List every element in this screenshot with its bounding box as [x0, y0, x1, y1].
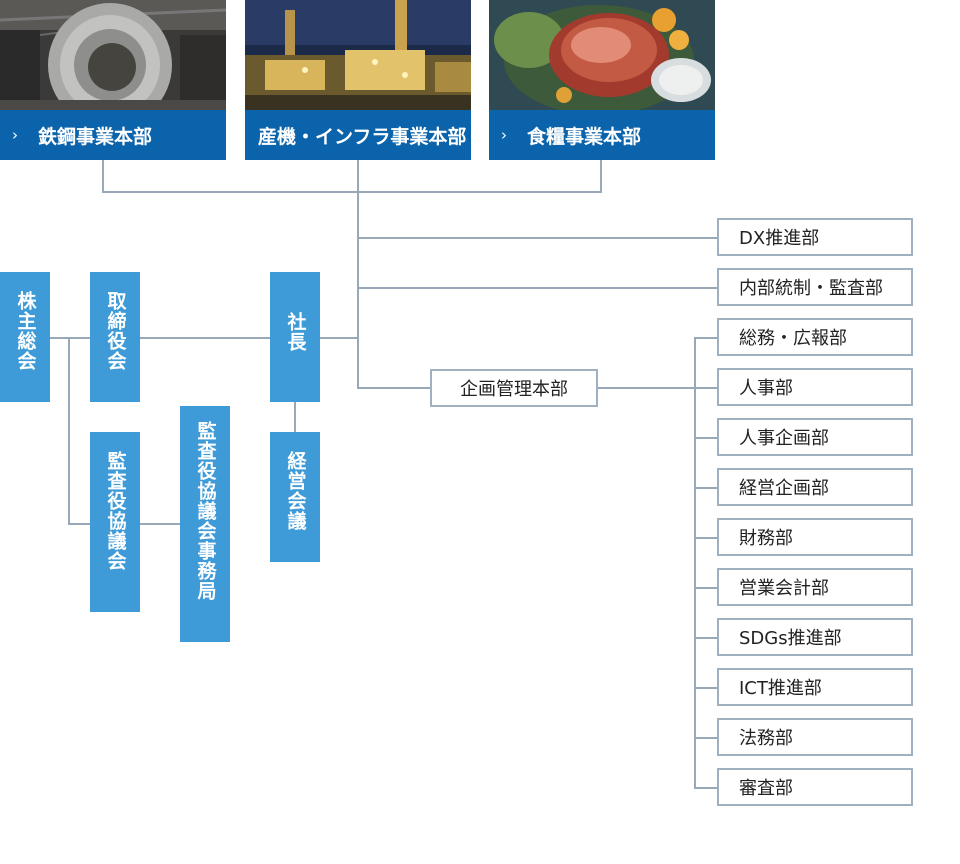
dept-label: 人事部 [739, 378, 793, 399]
food-platter-photo [489, 0, 715, 110]
shareholders-meeting-box: 株主総会 [0, 272, 50, 402]
division-label-infrastructure: 産機・インフラ事業本部 [245, 110, 471, 160]
division-label-steel: › 鉄鋼事業本部 [0, 110, 226, 160]
connector-line [139, 337, 271, 339]
industrial-plant-photo [245, 0, 471, 110]
connector-line [49, 337, 91, 339]
connector-line [694, 387, 718, 389]
board-of-directors-box: 取締役会 [90, 272, 140, 402]
connector-line [357, 160, 359, 389]
audit-secretariat-label: 監査役協議会事務局 [194, 421, 217, 601]
chevron-right-icon: › [501, 126, 507, 144]
dept-sales-accounting[interactable]: 営業会計部 [717, 568, 913, 606]
dept-label: 内部統制・監査部 [739, 278, 883, 299]
dept-human-resources[interactable]: 人事部 [717, 368, 913, 406]
connector-line [68, 337, 70, 525]
board-of-directors-label: 取締役会 [104, 291, 127, 371]
connector-line [694, 437, 718, 439]
steel-coil-photo [0, 0, 226, 110]
connector-line [694, 637, 718, 639]
dept-credit-review[interactable]: 審査部 [717, 768, 913, 806]
dept-label: 営業会計部 [739, 578, 829, 599]
audit-secretariat-box: 監査役協議会事務局 [180, 406, 230, 642]
dept-ict-promotion[interactable]: ICT推進部 [717, 668, 913, 706]
management-council-label: 経営会議 [284, 451, 307, 531]
connector-line [694, 337, 718, 339]
management-council-box: 経営会議 [270, 432, 320, 562]
division-name: 産機・インフラ事業本部 [258, 125, 467, 148]
president-label: 社長 [284, 312, 307, 352]
dept-label: 財務部 [739, 528, 793, 549]
connector-line [357, 387, 432, 389]
division-label-food: › 食糧事業本部 [489, 110, 715, 160]
dept-label: 経営企画部 [739, 478, 829, 499]
connector-line [596, 387, 696, 389]
connector-line [319, 337, 359, 339]
dept-corporate-planning[interactable]: 経営企画部 [717, 468, 913, 506]
planning-division-box[interactable]: 企画管理本部 [430, 369, 598, 407]
dept-label: 総務・広報部 [739, 328, 847, 349]
dept-general-affairs-pr[interactable]: 総務・広報部 [717, 318, 913, 356]
dept-label: DX推進部 [739, 228, 820, 249]
connector-line [102, 160, 104, 193]
chevron-right-icon: › [12, 126, 18, 144]
shareholders-meeting-label: 株主総会 [14, 291, 37, 371]
president-box: 社長 [270, 272, 320, 402]
dept-label: SDGs推進部 [739, 628, 842, 649]
connector-line [694, 587, 718, 589]
connector-line [357, 287, 718, 289]
audit-council-box: 監査役協議会 [90, 432, 140, 612]
connector-line [694, 787, 718, 789]
division-card-infrastructure[interactable]: 産機・インフラ事業本部 [245, 0, 471, 160]
connector-line [694, 337, 696, 788]
dept-label: 審査部 [739, 778, 793, 799]
connector-line [102, 191, 602, 193]
dept-label: 人事企画部 [739, 428, 829, 449]
connector-line [68, 523, 91, 525]
connector-line [694, 687, 718, 689]
connector-line [694, 737, 718, 739]
division-card-steel[interactable]: › 鉄鋼事業本部 [0, 0, 226, 160]
planning-division-label: 企画管理本部 [460, 379, 568, 400]
connector-line [694, 537, 718, 539]
dept-dx-promotion[interactable]: DX推進部 [717, 218, 913, 256]
dept-legal[interactable]: 法務部 [717, 718, 913, 756]
division-card-food[interactable]: › 食糧事業本部 [489, 0, 715, 160]
dept-finance[interactable]: 財務部 [717, 518, 913, 556]
connector-line [357, 237, 718, 239]
connector-line [139, 523, 181, 525]
connector-line [294, 401, 296, 433]
connector-line [694, 487, 718, 489]
dept-hr-planning[interactable]: 人事企画部 [717, 418, 913, 456]
division-name: 食糧事業本部 [527, 125, 642, 148]
division-name: 鉄鋼事業本部 [38, 125, 153, 148]
connector-line [600, 160, 602, 193]
dept-sdgs-promotion[interactable]: SDGs推進部 [717, 618, 913, 656]
dept-internal-control-audit[interactable]: 内部統制・監査部 [717, 268, 913, 306]
audit-council-label: 監査役協議会 [104, 451, 127, 571]
dept-label: ICT推進部 [739, 678, 822, 699]
dept-label: 法務部 [739, 728, 793, 749]
